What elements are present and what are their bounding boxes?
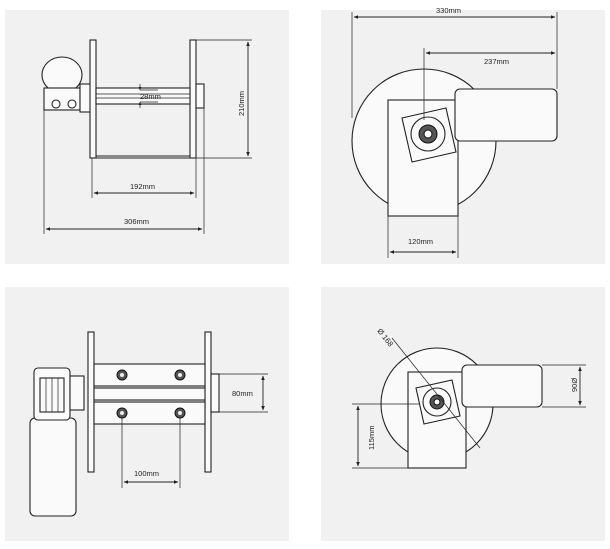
left-side-plate bbox=[89, 39, 97, 159]
dim-inner-width-label: 192mm bbox=[130, 182, 155, 191]
dim-mount-height-label: 115mm bbox=[367, 426, 376, 450]
dim-bolt-spacing-label: 100mm bbox=[134, 469, 159, 478]
dim-base-label: 120mm bbox=[408, 237, 433, 246]
dim-shaft-label: 28mm bbox=[140, 92, 161, 101]
upper-rod bbox=[93, 363, 206, 387]
drum-shaft bbox=[95, 87, 191, 105]
lower-rod bbox=[93, 401, 206, 425]
dim-diameter-label: Ø 168 bbox=[375, 327, 395, 349]
center-shaft bbox=[93, 387, 206, 401]
dim-rod-spacing-label: 80mm bbox=[232, 389, 253, 398]
right-hub bbox=[195, 83, 205, 109]
side-view-drawing: 28mm 210mm 192mm 306mm bbox=[41, 39, 252, 234]
coupling bbox=[69, 375, 85, 411]
rear-view-drawing: Ø 168 90Ø 115mm bbox=[352, 327, 586, 469]
dim-motor-label: 237mm bbox=[484, 57, 509, 66]
right-side-plate bbox=[189, 39, 197, 159]
rear-motor-body bbox=[461, 364, 543, 408]
dim-overall-label: 330mm bbox=[436, 6, 461, 15]
top-right-hub bbox=[210, 373, 220, 413]
top-view-drawing: 80mm 100mm bbox=[29, 331, 268, 517]
top-right-plate bbox=[204, 331, 212, 473]
dim-height-label: 210mm bbox=[237, 91, 246, 116]
dim-motor-height-label: 90Ø bbox=[570, 378, 579, 392]
motor-body bbox=[454, 88, 558, 142]
dim-overall-width-label: 306mm bbox=[124, 217, 149, 226]
top-left-plate bbox=[87, 331, 95, 473]
side-view-panel bbox=[5, 10, 289, 264]
front-view-drawing: 330mm 237mm 120mm bbox=[351, 6, 558, 258]
motor-box bbox=[29, 417, 77, 517]
